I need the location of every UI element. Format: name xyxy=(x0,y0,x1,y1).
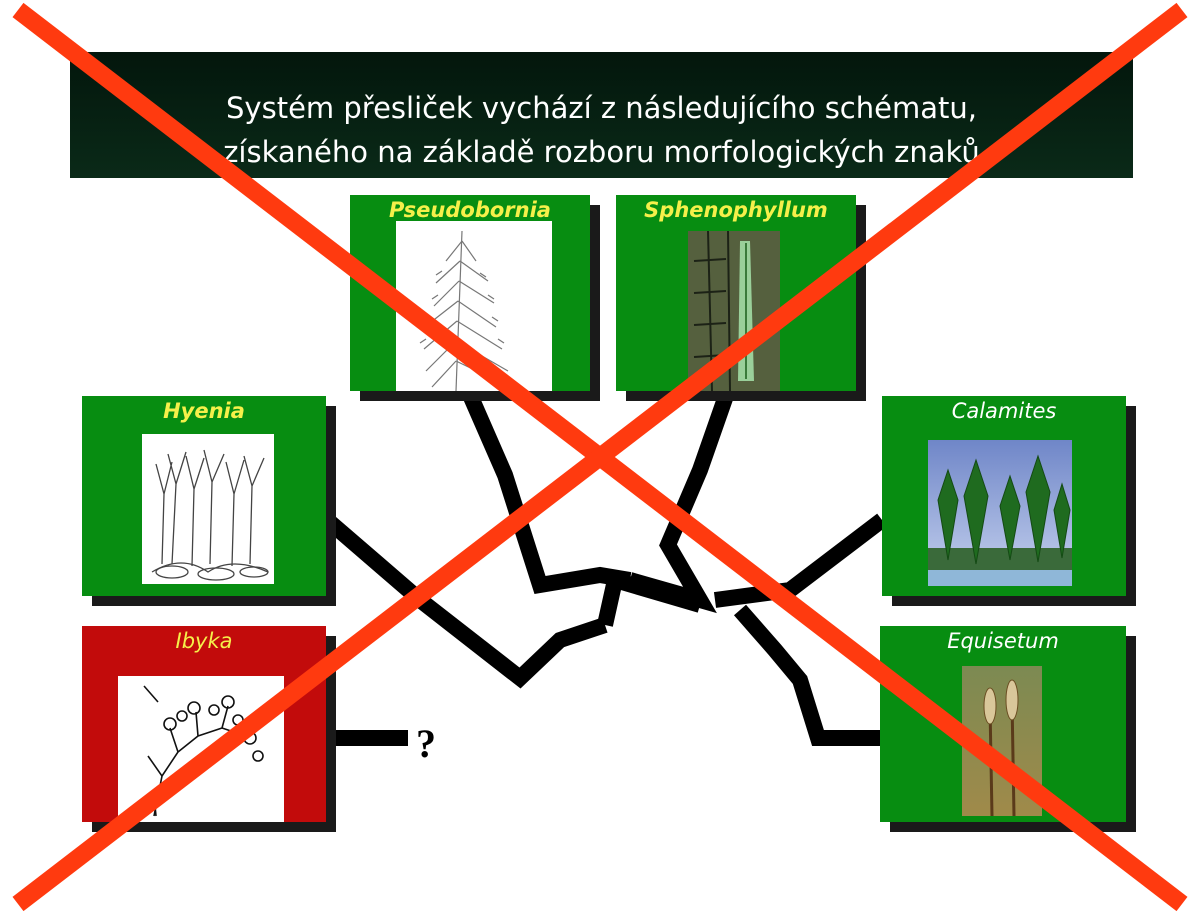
card-ibyka: Ibyka xyxy=(82,626,326,822)
card-label-ibyka: Ibyka xyxy=(175,629,233,653)
ibyka-drawing xyxy=(118,676,284,822)
card-label-pseudobornia: Pseudobornia xyxy=(389,198,551,222)
card-pseudobornia: Pseudobornia xyxy=(350,195,590,391)
pseudobornia-drawing xyxy=(396,221,552,391)
card-label-hyenia: Hyenia xyxy=(163,399,245,423)
card-calamites: Calamites xyxy=(882,396,1126,596)
card-label-equisetum: Equisetum xyxy=(947,629,1059,653)
branch-hyenia xyxy=(319,511,608,689)
branch-equisetum xyxy=(733,604,880,746)
card-hyenia: Hyenia xyxy=(82,396,326,596)
card-equisetum: Equisetum xyxy=(880,626,1126,822)
branch-pseudobornia xyxy=(459,384,632,595)
sphenophyllum-photo xyxy=(688,231,780,391)
card-sphenophyllum: Sphenophyllum xyxy=(616,195,856,391)
hyenia-drawing xyxy=(142,434,274,584)
card-label-calamites: Calamites xyxy=(951,399,1057,423)
branch-calamites xyxy=(713,513,887,608)
branch-sphenophyllum xyxy=(627,387,736,614)
question-mark: ? xyxy=(416,721,436,766)
equisetum-photo xyxy=(962,666,1042,816)
card-label-sphenophyllum: Sphenophyllum xyxy=(644,198,828,222)
calamites-photo xyxy=(928,440,1072,586)
